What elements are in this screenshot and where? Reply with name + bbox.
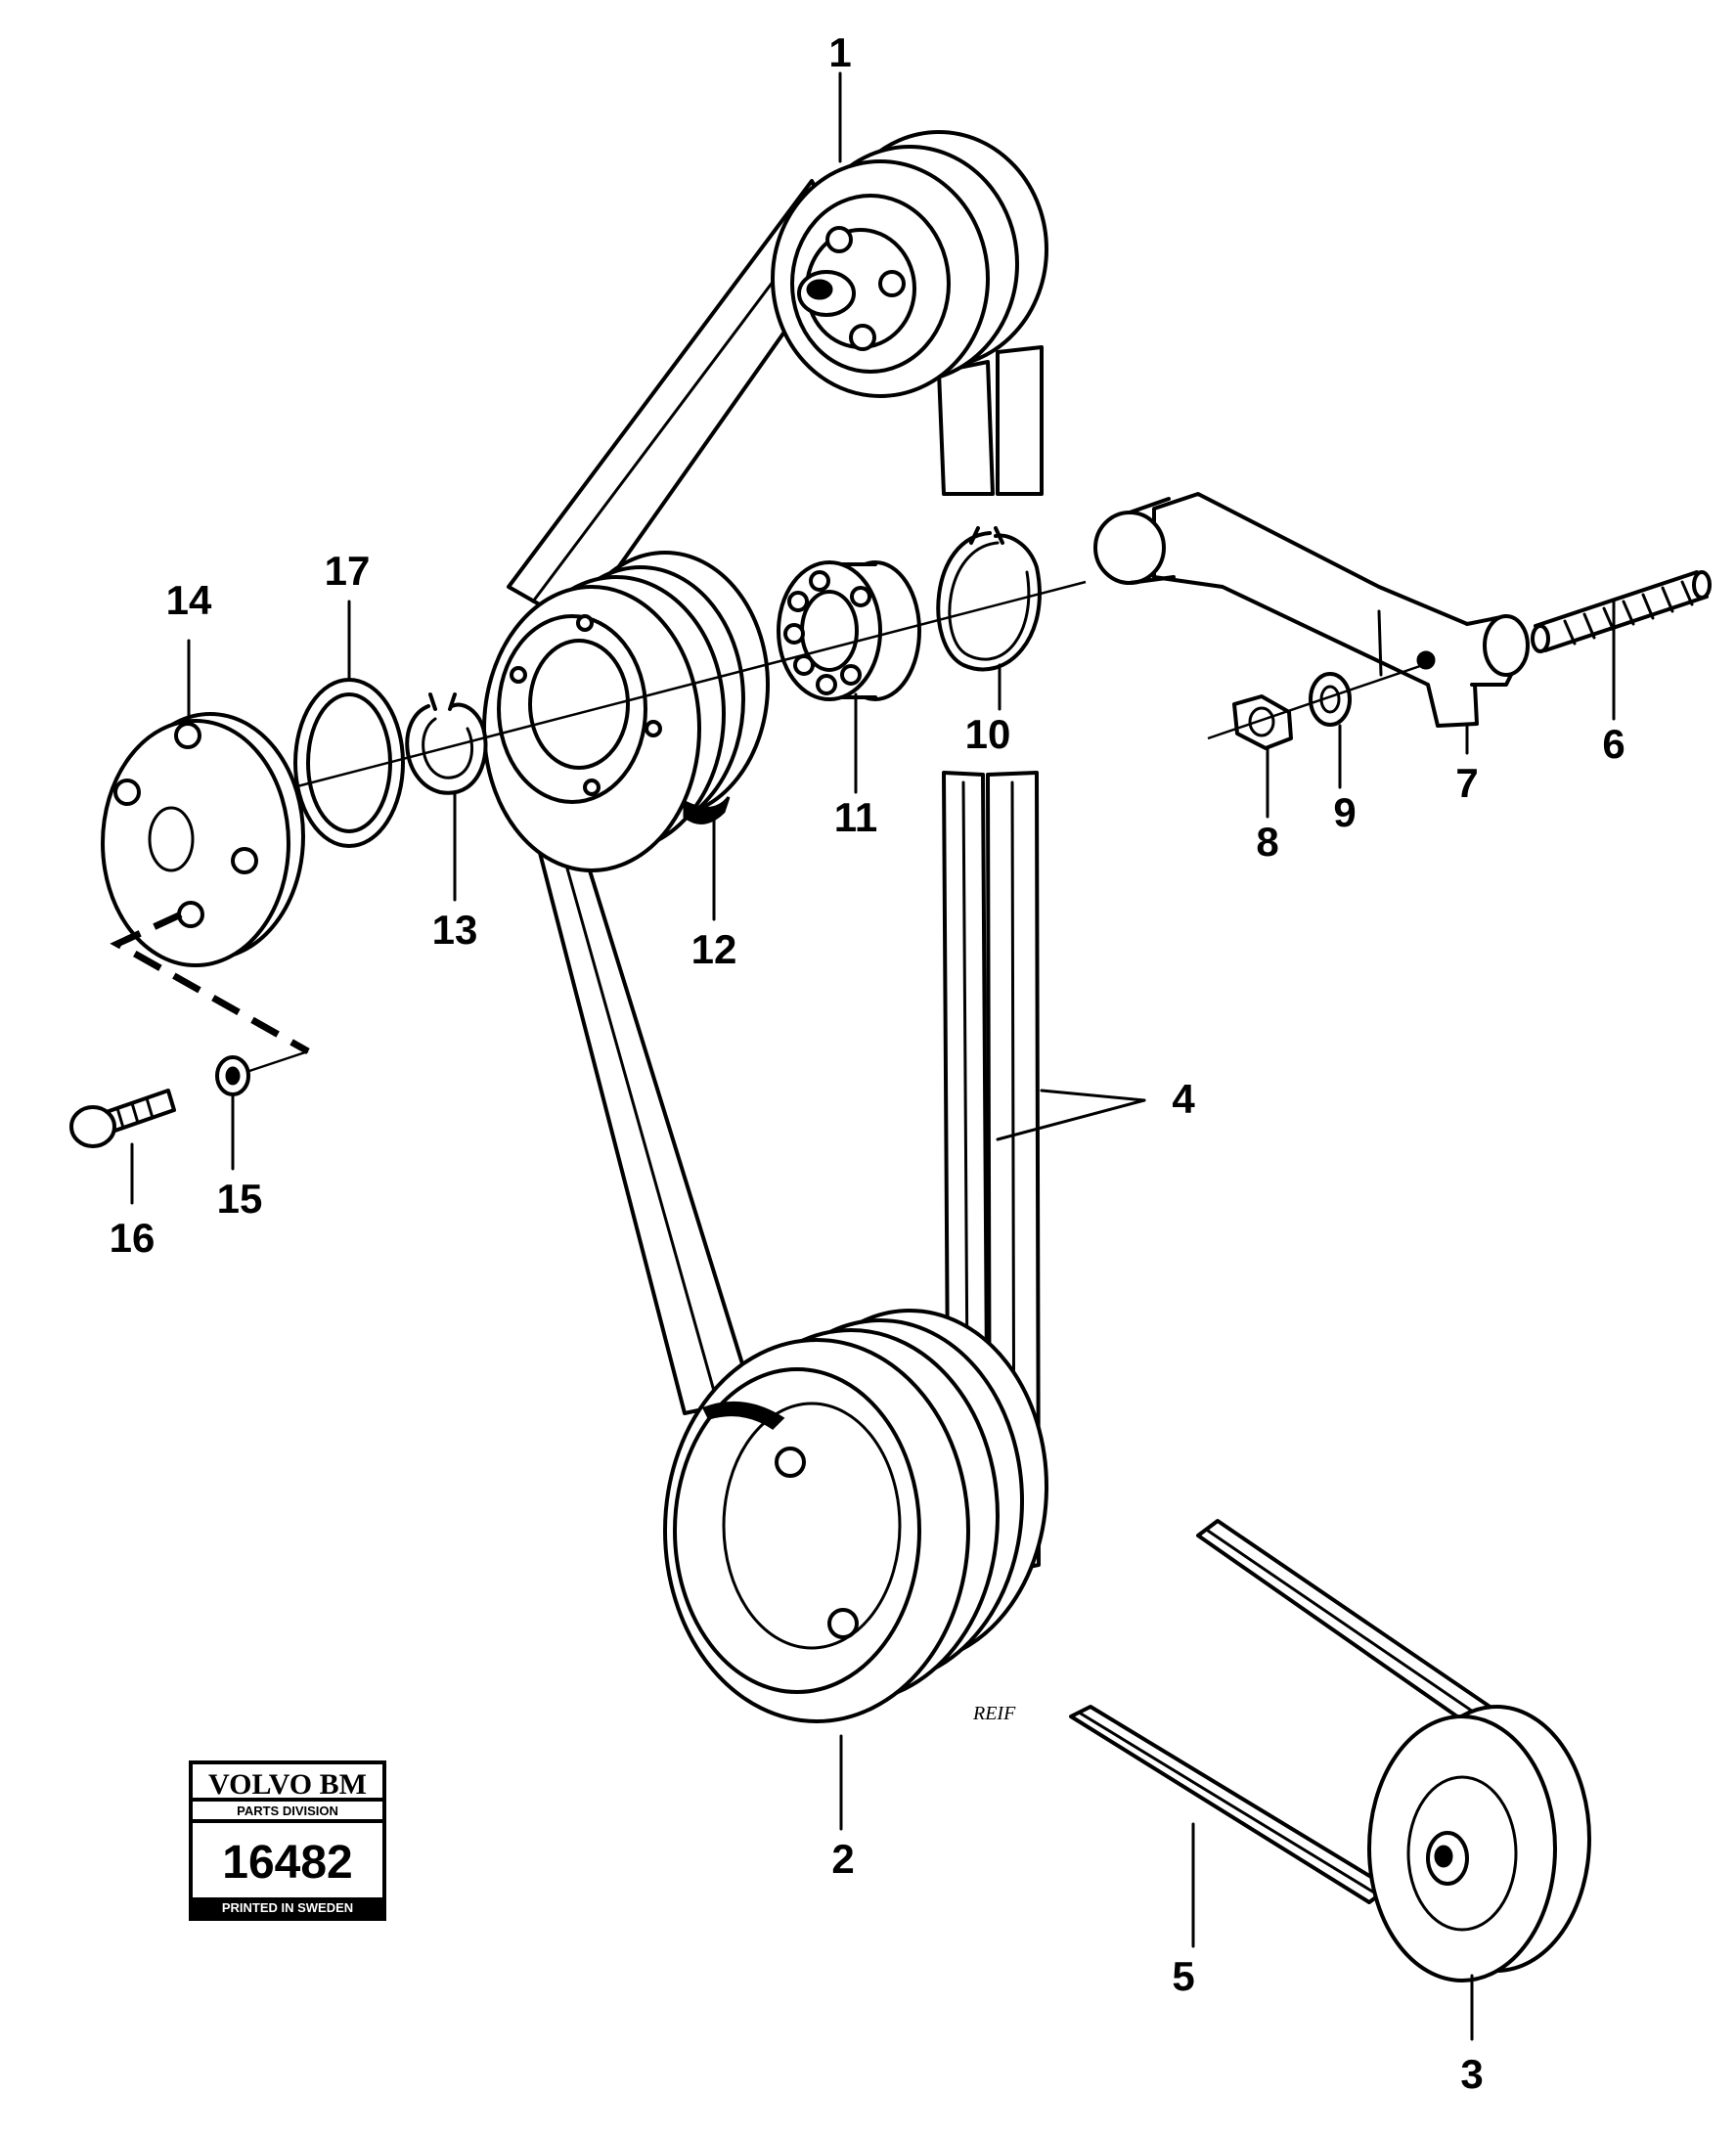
cover-plate-14 [101,712,305,967]
callout-3: 3 [1460,2051,1483,2097]
tensioner-arm-7 [1093,492,1530,728]
callout-2: 2 [831,1836,854,1882]
leader-lines [130,71,1616,2041]
washer-9 [1309,672,1352,727]
crank-pulley-2 [663,1309,1048,1723]
callout-8: 8 [1256,819,1278,865]
stamp-brand: VOLVO BM [208,1768,367,1801]
callout-14: 14 [166,577,212,623]
pulley-12 [482,551,770,872]
belt-top-stub [937,345,1044,496]
parts-stamp: VOLVO BM PARTS DIVISION 16482 PRINTED IN… [189,1760,386,1921]
callout-16: 16 [110,1215,156,1261]
bearing-11 [777,560,921,701]
callout-4: 4 [1172,1076,1195,1122]
callout-10: 10 [965,711,1011,757]
stamp-number: 16482 [222,1837,352,1889]
belt-5 [1069,1519,1528,1904]
washer-15 [215,1055,250,1096]
callout-9: 9 [1333,789,1356,835]
circlip-13 [405,692,488,795]
bolt-16 [69,1089,176,1148]
nut-8 [1232,694,1293,750]
stamp-division: PARTS DIVISION [237,1804,338,1818]
callout-12: 12 [691,926,737,972]
assembly-axes [110,580,1424,1073]
callout-7: 7 [1455,760,1478,806]
pulley-3 [1367,1705,1591,1982]
callout-6: 6 [1602,721,1625,767]
callout-13: 13 [432,907,478,953]
callout-17: 17 [325,548,371,594]
circlip-10 [936,526,1042,672]
callout-5: 5 [1172,1953,1194,1999]
pulley-1 [771,130,1048,398]
callout-11: 11 [834,794,877,840]
artist-signature: REIF [972,1703,1016,1724]
callout-1: 1 [828,29,851,75]
stamp-footer: PRINTED IN SWEDEN [222,1900,353,1915]
stud-bolt-6 [1531,570,1712,653]
callout-labels: 1 2 3 4 5 6 7 8 9 10 11 12 13 14 15 16 1… [110,29,1625,2097]
callout-15: 15 [217,1176,263,1222]
